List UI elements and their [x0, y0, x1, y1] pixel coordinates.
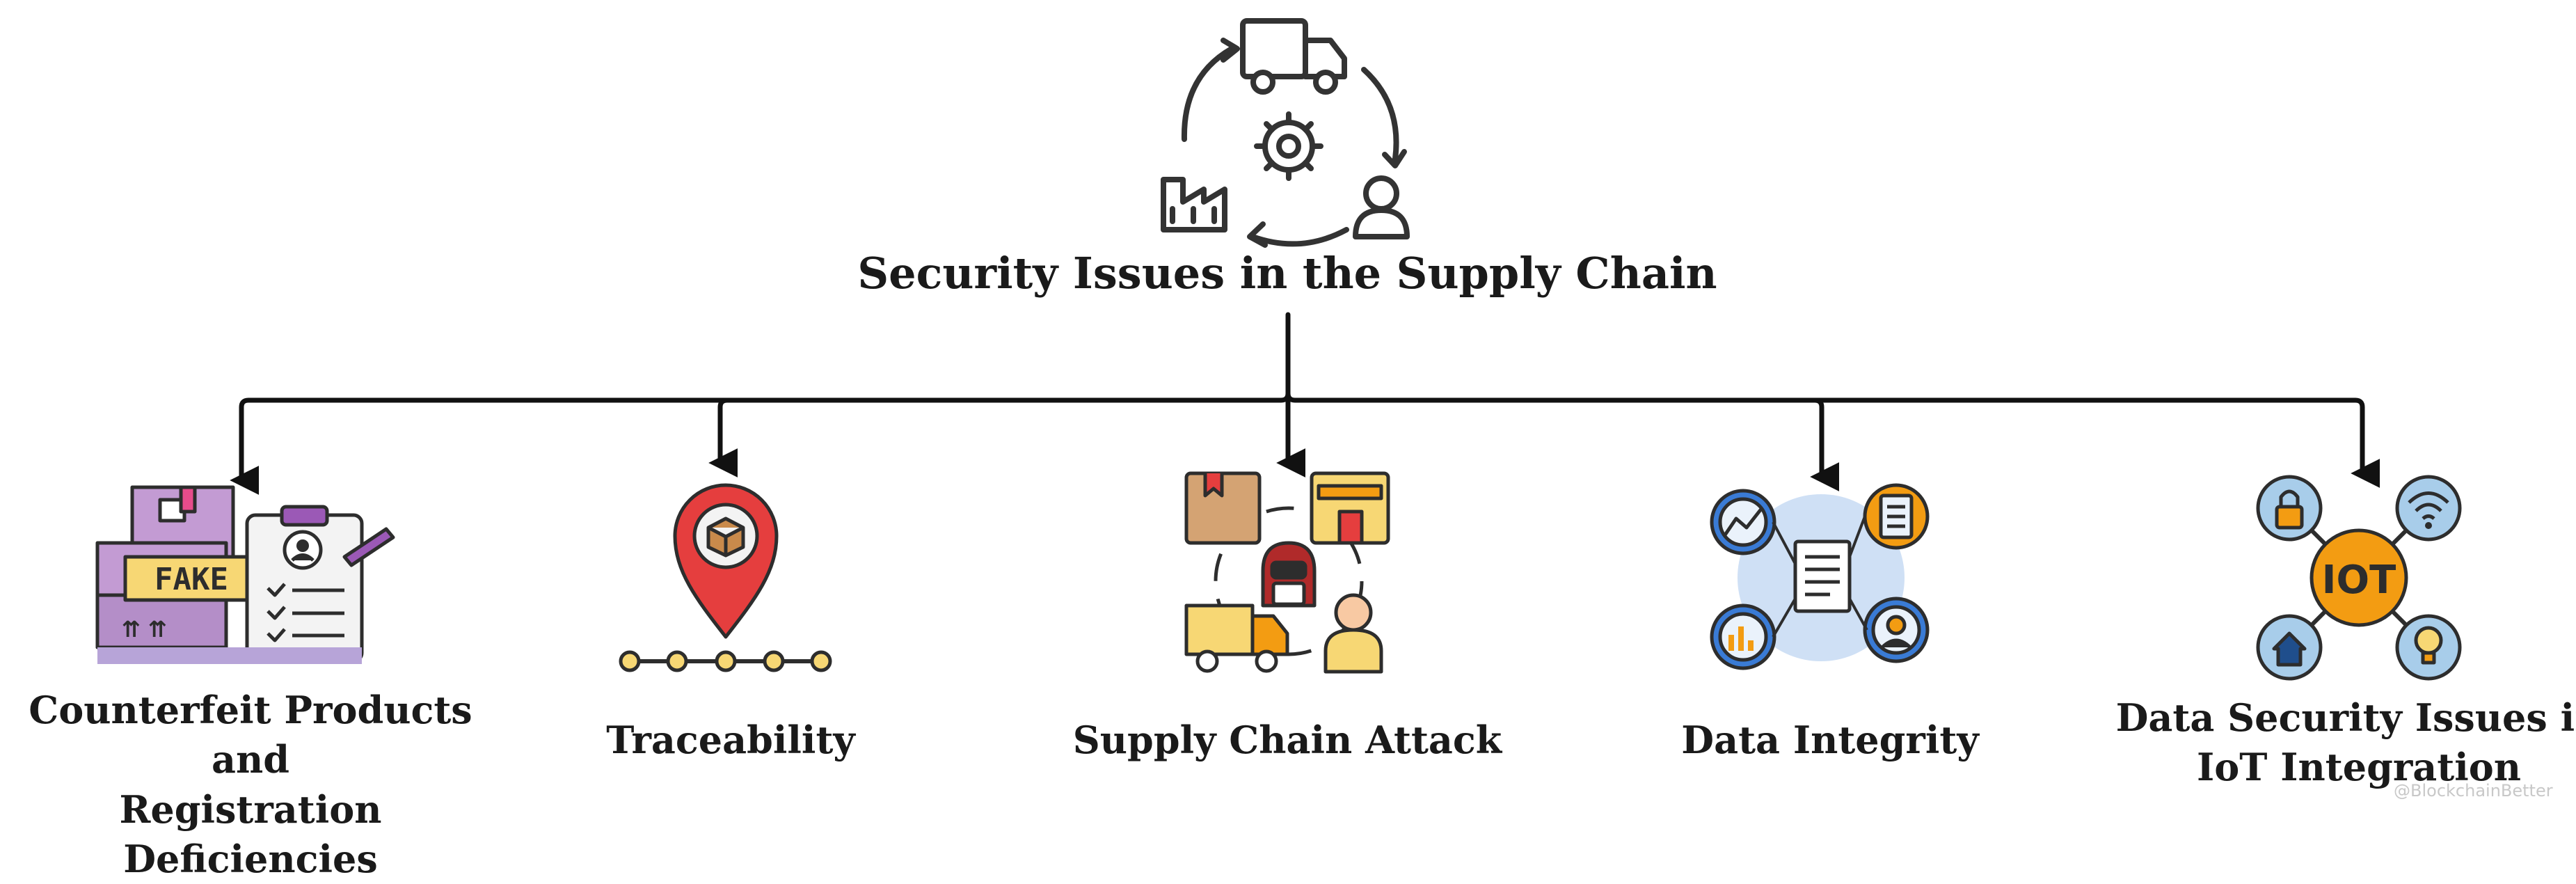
factory-icon	[1161, 177, 1227, 232]
iot-badge: IOT	[2322, 558, 2396, 603]
svg-text:⇈ ⇈: ⇈ ⇈	[122, 616, 167, 642]
fake-badge: FAKE	[154, 562, 228, 597]
iot-security-icon: IOT	[2256, 475, 2462, 681]
truck-icon	[1240, 18, 1347, 95]
watermark: @BlockchainBetter	[2394, 781, 2553, 800]
category-label-line: IoT Integration	[2196, 745, 2521, 790]
category-label-iot-security: Data Security Issues in IoT Integration	[2108, 693, 2576, 793]
data-integrity-icon	[1710, 483, 1930, 670]
category-label-line: Data Security Issues in	[2115, 695, 2576, 740]
category-label-data-integrity: Data Integrity	[1681, 718, 1979, 762]
cycle-arrow-right	[1361, 67, 1399, 161]
category-label-line: Registration Deficiencies	[119, 787, 382, 881]
cycle-arrow-bottom	[1250, 227, 1349, 247]
person-icon	[1353, 175, 1410, 239]
traceability-pin-icon	[619, 483, 832, 672]
tree-connectors	[230, 312, 2380, 495]
root-title: Security Issues in the Supply Chain	[857, 248, 1717, 299]
category-label-supply-chain-attack: Supply Chain Attack	[1072, 718, 1502, 762]
supply-chain-cycle-icon	[1161, 18, 1410, 248]
diagram-canvas: ⇈ ⇈ FAKE	[95, 18, 2462, 681]
supply-chain-attack-icon	[1184, 471, 1390, 674]
category-label-line: Counterfeit Products and	[29, 688, 472, 782]
category-label-traceability: Traceability	[606, 718, 855, 762]
gear-icon	[1254, 111, 1323, 181]
counterfeit-products-icon: ⇈ ⇈ FAKE	[95, 485, 395, 664]
category-label-counterfeit: Counterfeit Products and Registration De…	[0, 686, 501, 884]
cycle-arrow-left	[1181, 46, 1234, 142]
